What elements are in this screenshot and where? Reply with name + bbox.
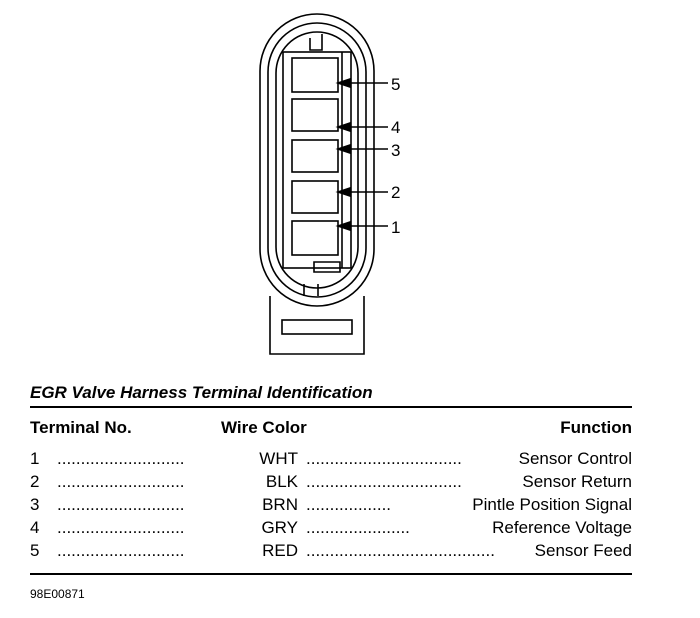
wire-color: BRN: [262, 495, 298, 514]
connector-outer-housing: [259, 13, 375, 307]
terminal-number: 4: [30, 518, 40, 537]
terminal-function: Sensor Control: [518, 449, 632, 468]
leader-dots: ......................: [306, 518, 410, 537]
wire-color: GRY: [261, 518, 298, 537]
terminal-cavity-4: [291, 98, 339, 132]
terminal-function: Sensor Return: [522, 472, 632, 491]
terminal-cavity-5: [291, 57, 339, 93]
table-row: 5 ........................... RED ......…: [30, 541, 632, 564]
leader-dots: ...........................: [57, 472, 185, 491]
column-header-wire-color: Wire Color: [221, 418, 307, 437]
connector-latch-slot: [281, 319, 353, 335]
leader-dots: ...........................: [57, 541, 185, 560]
leader-dots: .................................: [306, 449, 462, 468]
terminal-number: 1: [30, 449, 40, 468]
leader-dots: ...........................: [57, 449, 185, 468]
leader-dots: .................................: [306, 472, 462, 491]
terminal-cavity-2: [291, 180, 339, 214]
table-row: 3 ........................... BRN ......…: [30, 495, 632, 518]
terminal-cavity-1: [291, 220, 339, 256]
connector-top-key: [309, 34, 323, 51]
terminal-number: 5: [30, 541, 40, 560]
column-header-terminal: Terminal No.: [30, 418, 132, 437]
connector-latch-tab: [269, 296, 365, 355]
table-bottom-rule: [30, 573, 632, 575]
terminal-callout-1: 1: [391, 218, 400, 237]
table-caption: EGR Valve Harness Terminal Identificatio…: [30, 383, 373, 402]
connector-slot-rail: [282, 51, 352, 269]
leader-dots: ...........................: [57, 495, 185, 514]
connector-inner-housing-2: [275, 31, 359, 289]
terminal-callout-5: 5: [391, 75, 400, 94]
leader-dots: ........................................: [306, 541, 495, 560]
terminal-callout-3: 3: [391, 141, 400, 160]
terminal-number: 3: [30, 495, 40, 514]
leader-dots: ...........................: [57, 518, 185, 537]
terminal-number: 2: [30, 472, 40, 491]
leader-dots: ..................: [306, 495, 392, 514]
terminal-callout-2: 2: [391, 183, 400, 202]
terminal-function: Pintle Position Signal: [472, 495, 632, 514]
wire-color: RED: [262, 541, 298, 560]
table-row: 2 ........................... BLK ......…: [30, 472, 632, 495]
wire-color: BLK: [265, 472, 298, 491]
table-row: 4 ........................... GRY ......…: [30, 518, 632, 541]
terminal-function: Sensor Feed: [534, 541, 632, 560]
terminal-cavity-3: [291, 139, 339, 173]
table-top-rule: [30, 406, 632, 408]
wire-color: WHT: [259, 449, 298, 468]
terminal-table-body: 1 ........................... WHT ......…: [30, 449, 632, 564]
terminal-callout-4: 4: [391, 118, 400, 137]
table-row: 1 ........................... WHT ......…: [30, 449, 632, 472]
column-header-function: Function: [560, 418, 632, 437]
egr-connector-diagram: 5 4 3 2 1: [259, 13, 400, 355]
terminal-function: Reference Voltage: [492, 518, 632, 537]
connector-inner-housing-1: [267, 22, 367, 298]
figure-id: 98E00871: [30, 587, 85, 601]
connector-bottom-key: [313, 261, 341, 273]
